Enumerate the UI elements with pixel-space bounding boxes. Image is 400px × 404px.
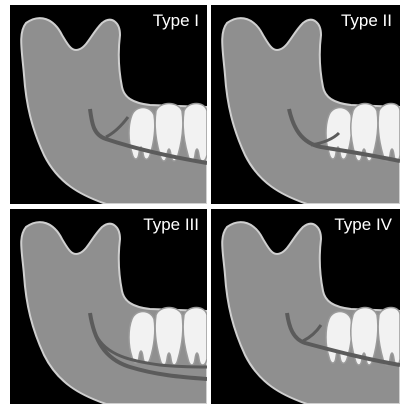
panel-type-3: Type III xyxy=(10,209,207,404)
panel-label-type-1: Type I xyxy=(153,11,199,31)
panel-type-4: Type IV xyxy=(211,209,400,404)
panel-label-type-3: Type III xyxy=(143,215,199,235)
panel-label-type-4: Type IV xyxy=(334,215,392,235)
panel-type-1: Type I xyxy=(10,5,207,204)
mandible-illustration-type-1 xyxy=(10,5,207,204)
mandible-illustration-type-2 xyxy=(211,5,400,204)
mandible-illustration-type-3 xyxy=(10,209,207,404)
mandible-illustration-type-4 xyxy=(211,209,400,404)
panel-type-2: Type II xyxy=(211,5,400,204)
panel-label-type-2: Type II xyxy=(341,11,392,31)
